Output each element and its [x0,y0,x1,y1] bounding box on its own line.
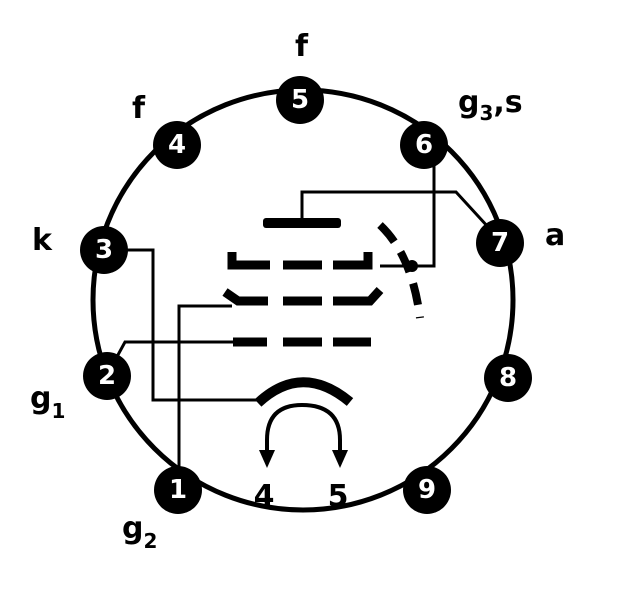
suppressor-grid [227,252,373,270]
svg-text:8: 8 [499,363,517,393]
pin-4: 4 [153,121,201,169]
pin-3: 3 [80,226,128,274]
cathode [254,377,354,407]
pin-7: 7 [476,219,524,267]
heater-arrow-right [332,450,348,468]
pin-6-label: g3,s [458,85,523,125]
pin-8: 8 [484,354,532,402]
svg-text:2: 2 [98,361,116,391]
pin-5-label: f [295,29,309,64]
heater-label-4: 4 [254,479,275,514]
pin-3-label: k [32,223,53,258]
g3-wire [380,150,436,268]
svg-text:3: 3 [95,235,113,265]
anode-plate [263,218,341,228]
g2-wire [177,304,232,490]
pin-1: 1 [154,466,202,514]
svg-text:5: 5 [291,85,309,115]
svg-text:4: 4 [168,130,186,160]
pin-2: 2 [83,352,131,400]
svg-text:7: 7 [491,228,509,258]
heater-label-5: 5 [328,479,349,514]
shield-dashed-arc [377,222,424,319]
heater-arrow-left [259,450,275,468]
cathode-wire [104,248,258,402]
svg-text:6: 6 [415,130,433,160]
pin-6: 6 [400,121,448,169]
heater-filament [265,402,342,455]
pin-2-label: g1 [30,381,65,423]
svg-text:1: 1 [169,475,187,505]
pin-1-label: g2 [122,511,157,553]
pin-4-label: f [132,91,146,126]
pin-5: 5 [276,76,324,124]
screen-grid [222,286,384,306]
pin-7-label: a [545,218,565,253]
pin-9: 9 [403,466,451,514]
anode-wire [300,190,502,242]
svg-text:9: 9 [418,475,436,505]
